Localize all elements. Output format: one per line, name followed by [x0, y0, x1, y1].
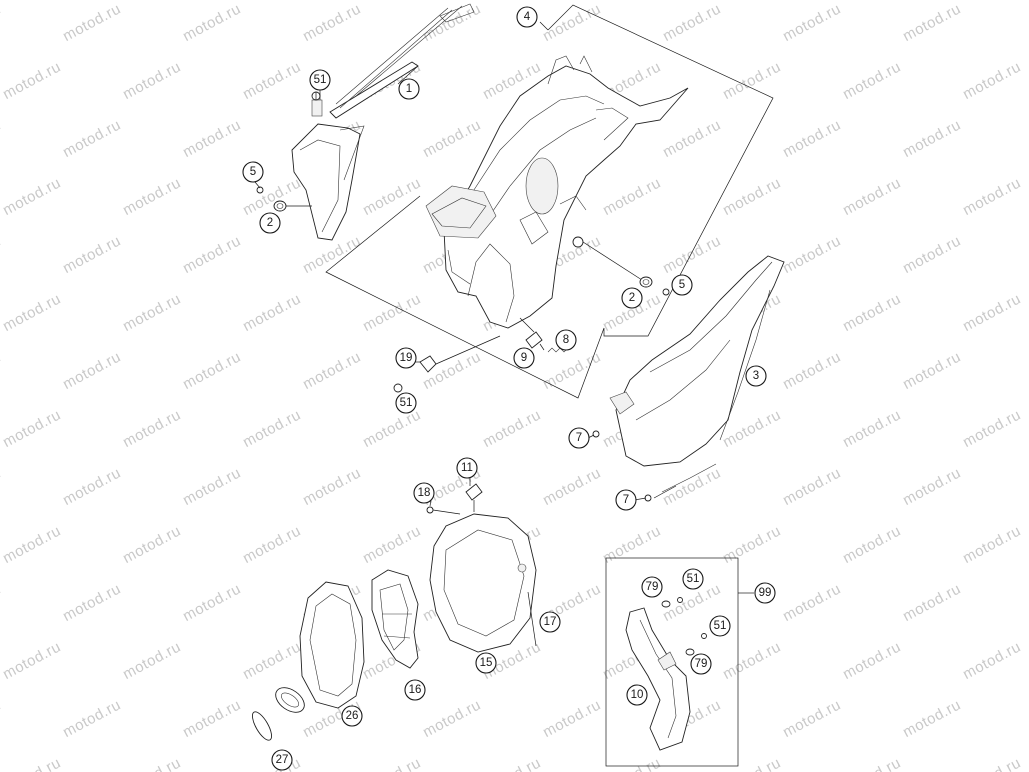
- svg-text:5: 5: [250, 166, 256, 178]
- svg-text:7: 7: [576, 432, 582, 444]
- part-10-bracket-in-kit: [625, 607, 691, 751]
- svg-text:79: 79: [695, 658, 708, 670]
- part-51-bolt-kit-upper: [677, 597, 683, 603]
- part-79-grommet-lower: [685, 648, 695, 656]
- callout-79: 79: [690, 653, 712, 675]
- part-1-air-duct-rail: [329, 3, 475, 119]
- kit-99-box: [605, 557, 754, 767]
- callout-79: 79: [641, 576, 663, 598]
- part-5-washer-left: [256, 186, 264, 194]
- part-51-bolt-kit-lower: [701, 633, 707, 639]
- callout-9: 9: [513, 347, 535, 369]
- svg-text:9: 9: [521, 352, 527, 364]
- svg-text:4: 4: [524, 11, 531, 23]
- part-16-filter-cage: [371, 569, 419, 669]
- callout-3: 3: [745, 365, 767, 387]
- svg-text:51: 51: [400, 397, 413, 409]
- left-bracket-assembly: [291, 91, 365, 241]
- part-9-clip: [519, 317, 543, 349]
- part-51-bolt-lower-left: [393, 383, 403, 393]
- svg-text:1: 1: [406, 83, 412, 95]
- svg-text:51: 51: [687, 573, 700, 585]
- svg-text:17: 17: [544, 616, 557, 628]
- callout-15: 15: [475, 652, 497, 674]
- part-15-filter-cover: [429, 513, 537, 653]
- part-79-grommet-upper: [661, 600, 671, 608]
- callout-11: 11: [456, 457, 478, 479]
- callout-7: 7: [568, 427, 590, 449]
- callout-7: 7: [615, 489, 637, 511]
- part-26-filter-element: [275, 581, 365, 713]
- svg-text:7: 7: [623, 494, 629, 506]
- part-2-grommet-left: [273, 200, 287, 212]
- svg-text:27: 27: [276, 754, 289, 766]
- svg-text:8: 8: [563, 334, 569, 346]
- callout-99: 99: [754, 582, 776, 604]
- callout-27: 27: [271, 749, 293, 771]
- svg-text:15: 15: [480, 657, 493, 669]
- callout-18: 18: [413, 482, 435, 504]
- callout-5: 5: [671, 274, 693, 296]
- svg-text:51: 51: [714, 620, 727, 632]
- part-11-clamp: [465, 483, 483, 512]
- callout-8: 8: [555, 329, 577, 351]
- svg-text:18: 18: [418, 487, 431, 499]
- svg-text:16: 16: [409, 684, 422, 696]
- callout-5: 5: [242, 161, 264, 183]
- svg-text:2: 2: [267, 217, 273, 229]
- part-7-clip-upper: [592, 430, 600, 438]
- part-19-small-bracket: [419, 335, 501, 373]
- svg-text:2: 2: [629, 292, 635, 304]
- part-3-side-panel: [609, 255, 785, 499]
- svg-text:10: 10: [631, 689, 644, 701]
- svg-text:51: 51: [314, 74, 327, 86]
- part-4-airbox-body: [425, 55, 689, 329]
- callout-2: 2: [259, 212, 281, 234]
- svg-text:99: 99: [759, 587, 772, 599]
- callout-51: 51: [395, 392, 417, 414]
- callout-4: 4: [516, 6, 538, 28]
- callout-51: 51: [309, 69, 331, 91]
- part-8-spring: [547, 347, 569, 353]
- svg-text:19: 19: [400, 352, 413, 364]
- part-27-ring: [252, 711, 272, 741]
- airbox-group-outline: [325, 4, 774, 399]
- callout-17: 17: [539, 611, 561, 633]
- part-5-washer-right: [662, 288, 670, 296]
- callout-51: 51: [682, 568, 704, 590]
- part-2-grommet-right: [639, 276, 653, 288]
- callout-1: 1: [398, 78, 420, 100]
- callout-16: 16: [404, 679, 426, 701]
- svg-text:5: 5: [679, 279, 685, 291]
- svg-text:79: 79: [646, 581, 659, 593]
- callout-51: 51: [709, 615, 731, 637]
- callout-labels: 4 1 51 5 2 2 5 3 8 9 19 51 7 7 11 18 17 …: [242, 6, 776, 771]
- svg-text:11: 11: [461, 462, 473, 474]
- callout-26: 26: [341, 705, 363, 727]
- part-18-screw: [426, 506, 461, 515]
- svg-text:3: 3: [753, 370, 759, 382]
- svg-text:26: 26: [346, 710, 359, 722]
- callout-10: 10: [626, 684, 648, 706]
- callout-2: 2: [621, 287, 643, 309]
- callout-19: 19: [395, 347, 417, 369]
